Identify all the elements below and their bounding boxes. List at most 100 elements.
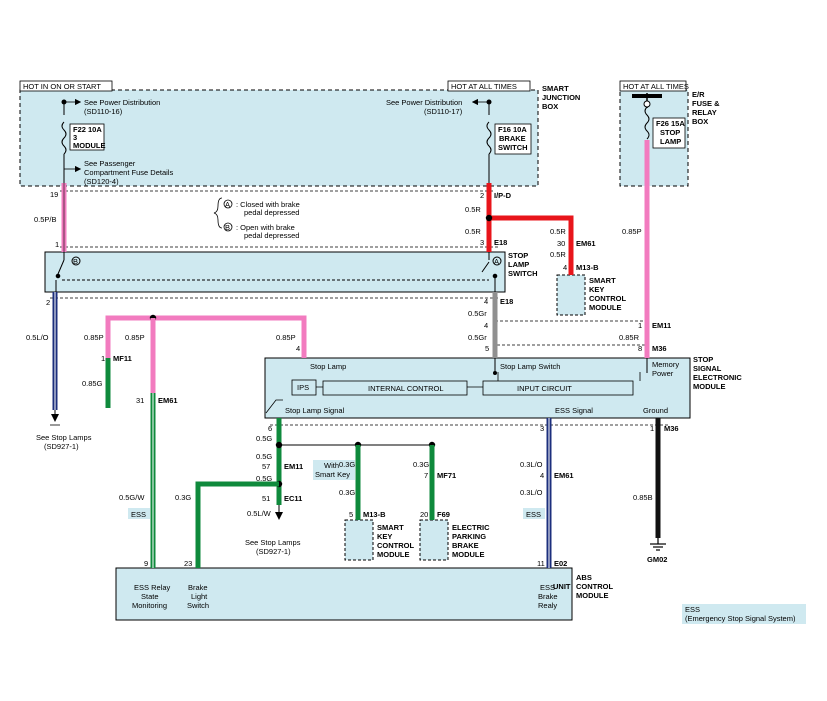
svg-text:0.85P: 0.85P [276,333,296,342]
svg-text:Compartment Fuse Details: Compartment Fuse Details [84,168,173,177]
svg-text:B: B [225,223,230,232]
svg-text:9: 9 [144,559,148,568]
svg-text:(Emergency Stop Signal System): (Emergency Stop Signal System) [685,614,796,623]
svg-text:0.5G: 0.5G [256,474,272,483]
svg-text:0.85P: 0.85P [125,333,145,342]
svg-text:2: 2 [480,191,484,200]
svg-text:0.3G: 0.3G [413,460,429,469]
svg-text:RELAY: RELAY [692,108,717,117]
svg-text:51: 51 [262,494,270,503]
svg-text:(SD110-17): (SD110-17) [424,107,463,116]
svg-text:Ground: Ground [643,406,668,415]
svg-text:CONTROL: CONTROL [377,541,414,550]
abs-control-module: ABS CONTROL MODULE UNIT ESS Relay State … [115,567,613,621]
connector-labels: I/P-D E18 E18 EM61 M13-B EM11 M36 M36 MF… [113,191,679,568]
svg-text:(SD110-16): (SD110-16) [84,107,123,116]
svg-text:57: 57 [262,462,270,471]
svg-text:MODULE: MODULE [576,591,609,600]
svg-text:F16 10A: F16 10A [498,125,527,134]
svg-text:SMART: SMART [589,276,616,285]
svg-text:MODULE: MODULE [452,550,485,559]
svg-text:0.5G: 0.5G [256,434,272,443]
svg-text:FUSE &: FUSE & [692,99,720,108]
svg-text:SWITCH: SWITCH [498,143,528,152]
svg-text:4: 4 [540,471,544,480]
svg-text:See Passenger: See Passenger [84,159,136,168]
svg-text:EM61: EM61 [158,396,178,405]
svg-text:0.85B: 0.85B [633,493,653,502]
ground-symbol [650,538,666,551]
svg-text:E02: E02 [554,559,567,568]
svg-text:B: B [73,257,78,266]
svg-text:Smart Key: Smart Key [315,470,350,479]
svg-text:Power: Power [652,369,674,378]
svg-text:EM11: EM11 [652,321,671,330]
svg-text:0.5R: 0.5R [550,250,566,259]
svg-text:INTERNAL CONTROL: INTERNAL CONTROL [368,384,444,393]
svg-text:See Power Distribution: See Power Distribution [84,98,160,107]
pin-numbers: 19 1 2 2 3 4 4 30 4 1 5 4 8 1 31 6 57 51… [46,190,654,568]
svg-text:8: 8 [638,344,642,353]
svg-text:SMART: SMART [377,523,404,532]
svg-text:E18: E18 [494,238,507,247]
svg-text:MODULE: MODULE [589,303,622,312]
stop-lamp-switch-box: STOP LAMP SWITCH [44,251,538,293]
svg-text:4: 4 [484,297,488,306]
svg-text:CONTROL: CONTROL [589,294,626,303]
svg-text:F26 15A: F26 15A [656,119,685,128]
svg-text:pedal depressed: pedal depressed [244,231,299,240]
svg-text:See Stop Lamps: See Stop Lamps [36,433,92,442]
svg-text:STOP: STOP [693,355,713,364]
er-title: E/R [692,90,705,99]
svg-text:See Stop Lamps: See Stop Lamps [245,538,301,547]
switch-contacts [55,252,502,292]
svg-text:0.85P: 0.85P [622,227,642,236]
svg-text:3: 3 [73,133,77,142]
svg-text:E18: E18 [500,297,513,306]
svg-text:Realy: Realy [538,601,557,610]
svg-text:3: 3 [480,238,484,247]
svg-text:M36: M36 [652,344,667,353]
stop-signal-electronic-module: STOP SIGNAL ELECTRONIC MODULE Stop Lamp … [264,355,742,419]
sjb-title: SMART [542,84,569,93]
svg-text:Monitoring: Monitoring [132,601,167,610]
svg-text:EM11: EM11 [284,462,303,471]
svg-text:BOX: BOX [542,102,558,111]
svg-text:4: 4 [484,321,488,330]
svg-text:31: 31 [136,396,144,405]
svg-text:ESS: ESS [540,583,555,592]
hot-all-times-er-label: HOT AT ALL TIMES [623,82,689,91]
fuse-f22: F22 10A 3 MODULE [61,99,106,183]
svg-text:(SD927-1): (SD927-1) [44,442,79,451]
svg-text:ESS: ESS [526,510,541,519]
svg-text:Light: Light [191,592,208,601]
svg-text:LAMP: LAMP [508,260,529,269]
svg-text:BOX: BOX [692,117,708,126]
svg-text:pedal depressed: pedal depressed [244,208,299,217]
smart-junction-box: HOT IN ON OR START HOT AT ALL TIMES SMAR… [19,80,580,187]
svg-text:I/P-D: I/P-D [494,191,512,200]
svg-text:ELECTRIC: ELECTRIC [452,523,490,532]
svg-text:0.5R: 0.5R [465,227,481,236]
svg-text:1: 1 [101,354,105,363]
svg-text:M36: M36 [664,424,679,433]
svg-text:F69: F69 [437,510,450,519]
svg-text:INPUT CIRCUIT: INPUT CIRCUIT [517,384,572,393]
svg-text:A: A [494,257,499,266]
wire-0.85p-top [105,315,307,358]
svg-text:Stop Lamp Signal: Stop Lamp Signal [285,406,345,415]
svg-text:With: With [324,461,339,470]
svg-text:JUNCTION: JUNCTION [542,93,580,102]
svg-text:SWITCH: SWITCH [508,269,538,278]
svg-text:Brake: Brake [188,583,208,592]
svg-text:0.85G: 0.85G [82,379,103,388]
svg-text:0.5G/W: 0.5G/W [119,493,145,502]
svg-text:2: 2 [46,298,50,307]
svg-text:BRAKE: BRAKE [499,134,526,143]
svg-text:0.5R: 0.5R [465,205,481,214]
svg-text:ESS Signal: ESS Signal [555,406,593,415]
svg-text:ABS: ABS [576,573,592,582]
electric-parking-brake-module: ELECTRIC PARKING BRAKE MODULE [419,519,490,561]
